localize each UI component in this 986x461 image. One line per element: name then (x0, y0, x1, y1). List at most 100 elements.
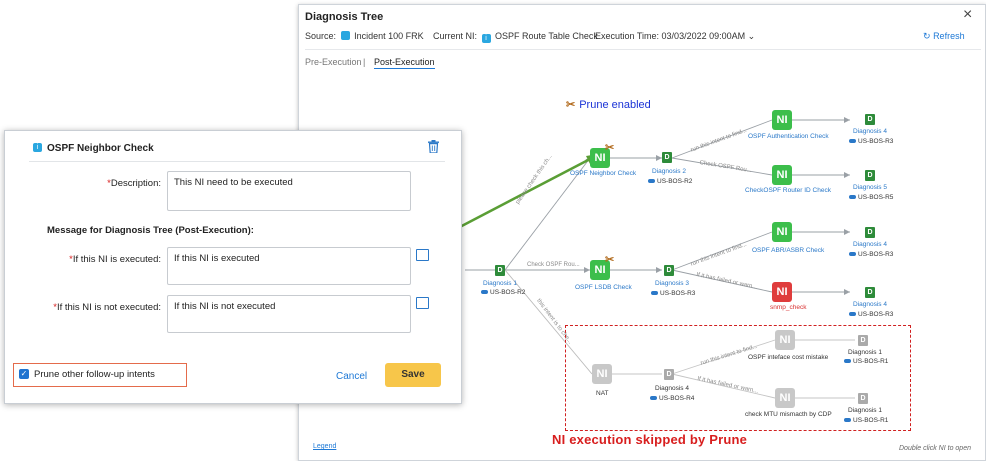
diagnosis-icon[interactable]: D (865, 170, 875, 181)
diagnosis-icon[interactable]: D (664, 265, 674, 276)
skipped-caption: NI execution skipped by Prune (552, 432, 748, 447)
diagnosis-label[interactable]: Diagnosis 4 (853, 301, 887, 308)
ni-snmp-check[interactable]: NI (772, 282, 792, 302)
arrow-head (844, 117, 850, 123)
ni-check-mtu[interactable]: NI (775, 388, 795, 408)
diagnosis-label[interactable]: Diagnosis 4 (655, 385, 689, 392)
incident-icon (340, 31, 350, 40)
device-icon (849, 252, 856, 256)
edge-label: Check OSPF Rou... (527, 262, 580, 268)
ni-label[interactable]: CheckOSPF Router ID Check (745, 187, 831, 194)
cancel-button[interactable]: Cancel (336, 371, 368, 382)
executed-label: *If this NI is executed: (69, 254, 161, 265)
scissors-icon: ✂ (605, 254, 615, 266)
message-section-heading: Message for Diagnosis Tree (Post-Executi… (47, 225, 254, 236)
ni-label[interactable]: NAT (596, 390, 609, 397)
device-label: US-BOS-R2 (481, 289, 525, 296)
device-label: US-BOS-R1 (844, 358, 888, 365)
prune-enabled-note: ✂Prune enabled (566, 98, 651, 111)
save-button[interactable]: Save (385, 363, 441, 387)
tab-post-execution[interactable]: Post-Execution (374, 57, 435, 69)
expand-editor-icon[interactable] (416, 249, 429, 261)
ni-label[interactable]: OSPF Authentication Check (748, 133, 829, 140)
execution-time-value: 03/03/2022 09:00AM (661, 31, 746, 41)
diagnosis-label[interactable]: Diagnosis 1 (483, 280, 517, 287)
diagnosis-icon[interactable]: D (662, 152, 672, 163)
ni-ospf-authentication-check[interactable]: NI (772, 110, 792, 130)
arrow-head (656, 155, 662, 161)
refresh-button[interactable]: ↻ Refresh (923, 31, 965, 42)
ni-label[interactable]: OSPF Neighbor Check (570, 170, 637, 177)
device-label: US-BOS-R2 (648, 178, 692, 185)
diagnosis-label[interactable]: Diagnosis 5 (853, 184, 887, 191)
device-icon (849, 139, 856, 143)
description-field[interactable]: This NI need to be executed (167, 171, 411, 211)
device-icon (849, 312, 856, 316)
device-icon (650, 396, 657, 400)
ni-label[interactable]: OSPF inteface cost mistake (748, 354, 829, 361)
device-icon (844, 359, 851, 363)
description-label: *Description: (107, 178, 161, 189)
ni-label[interactable]: check MTU mismacth by CDP (745, 411, 832, 418)
current-ni-value[interactable]: OSPF Route Table Check (495, 31, 598, 41)
chevron-down-icon: ⌄ (747, 31, 756, 41)
diagnosis-icon[interactable]: D (865, 114, 875, 125)
diagnosis-label[interactable]: Diagnosis 1 (848, 407, 882, 414)
prune-enabled-label: Prune enabled (579, 99, 651, 111)
device-label: US-BOS-R3 (651, 290, 695, 297)
edge-d1-neighbor (504, 157, 591, 271)
not-executed-message-field[interactable]: If this NI is not executed (167, 295, 411, 333)
ni-info-icon: i (481, 34, 491, 43)
executed-message-field[interactable]: If this NI is executed (167, 247, 411, 285)
diagnosis-label[interactable]: Diagnosis 1 (848, 349, 882, 356)
device-label: US-BOS-R1 (844, 417, 888, 424)
prune-checkbox-label[interactable]: Prune other follow-up intents (34, 369, 155, 380)
diagnosis-icon[interactable]: D (858, 393, 868, 404)
ni-ospf-lsdb-check[interactable]: NI (590, 260, 610, 280)
diagnosis-icon[interactable]: D (495, 265, 505, 276)
ni-label[interactable]: OSPF LSDB Check (575, 284, 632, 291)
legend-link[interactable]: Legend (313, 443, 337, 450)
execution-time-selector[interactable]: Execution Time: 03/03/2022 09:00AM ⌄ (595, 31, 755, 42)
device-icon (481, 290, 488, 294)
device-label: US-BOS-R4 (650, 395, 694, 402)
arrow-head (844, 289, 850, 295)
window-title: Diagnosis Tree (305, 11, 384, 23)
diagnosis-icon[interactable]: D (865, 227, 875, 238)
ni-nat[interactable]: NI (592, 364, 612, 384)
expand-editor-icon[interactable] (416, 297, 429, 309)
ni-ospf-neighbor-check[interactable]: NI (590, 148, 610, 168)
edge-d4d-cost (671, 339, 776, 375)
ni-label[interactable]: OSPF ABR/ASBR Check (752, 247, 825, 254)
edge-d3-snmp (671, 269, 773, 293)
refresh-icon: ↻ (923, 31, 931, 41)
header-divider (305, 49, 981, 50)
ni-check-ospf-router-id[interactable]: NI (772, 165, 792, 185)
diagnosis-icon[interactable]: D (664, 369, 674, 380)
device-icon (849, 195, 856, 199)
diagnosis-label[interactable]: Diagnosis 4 (853, 241, 887, 248)
ni-label[interactable]: snmp_check (770, 304, 807, 311)
diagnosis-label[interactable]: Diagnosis 3 (655, 280, 689, 287)
ni-ospf-abr-asbr-check[interactable]: NI (772, 222, 792, 242)
close-icon[interactable]: × (963, 6, 973, 23)
ni-ospf-interface-cost[interactable]: NI (775, 330, 795, 350)
prune-checkbox[interactable]: ✓ (19, 369, 29, 379)
device-label: US-BOS-R3 (849, 138, 893, 145)
trash-icon[interactable] (428, 140, 439, 153)
arrow-head (656, 267, 662, 273)
not-executed-label: *If this NI is not executed: (53, 302, 161, 313)
diagnosis-icon[interactable]: D (865, 287, 875, 298)
tab-pre-execution[interactable]: Pre-Execution (305, 57, 362, 67)
device-icon (648, 179, 655, 183)
source-info: Source: Incident 100 FRK (305, 31, 424, 41)
current-ni-label: Current NI: (433, 31, 478, 41)
edge-d3-abr (671, 231, 773, 271)
edge-d2-auth (671, 119, 773, 159)
source-value[interactable]: Incident 100 FRK (354, 31, 424, 41)
diagnosis-label[interactable]: Diagnosis 4 (853, 128, 887, 135)
diagnosis-label[interactable]: Diagnosis 2 (652, 168, 686, 175)
diagnosis-icon[interactable]: D (858, 335, 868, 346)
popup-title: OSPF Neighbor Check (47, 143, 154, 154)
ni-settings-popup: i OSPF Neighbor Check *Description: This… (4, 130, 462, 404)
